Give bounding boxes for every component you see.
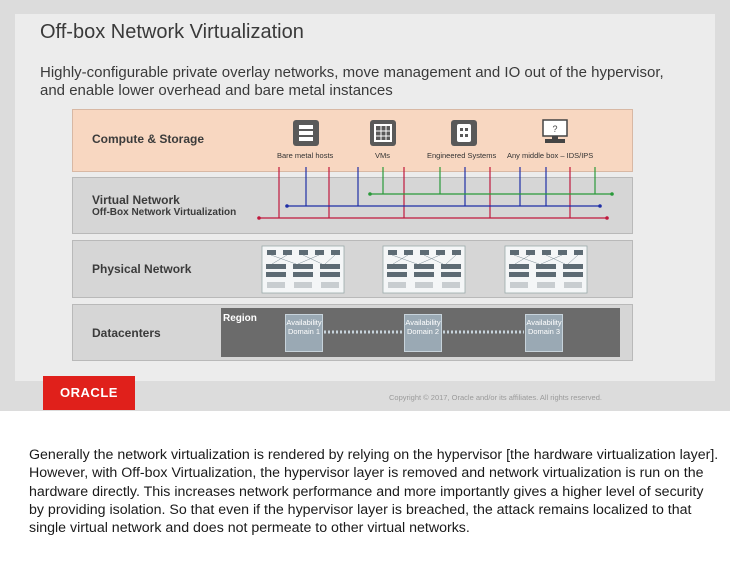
copyright-text: Copyright © 2017, Oracle and/or its affi… <box>389 393 602 402</box>
availability-domain-1: Availability Domain 1 <box>285 314 323 352</box>
switch-topology-icon <box>261 245 345 294</box>
compute-item-label: VMs <box>375 151 390 160</box>
svg-text:?: ? <box>552 124 557 134</box>
engineered-system-icon <box>451 120 477 146</box>
slide-title: Off-box Network Virtualization <box>40 21 304 43</box>
slide-subtitle: Highly-configurable private overlay netw… <box>40 64 664 99</box>
region-label: Region <box>223 313 257 324</box>
monitor-icon: ? <box>540 118 570 146</box>
vm-grid-icon <box>370 120 396 146</box>
compute-item-label: Any middle box – IDS/IPS <box>507 151 594 160</box>
server-icon <box>293 120 319 146</box>
compute-item-label: Bare metal hosts <box>277 151 334 160</box>
off-box-virtualization-label: Off-Box Network Virtualization <box>92 207 237 218</box>
body-paragraph: Generally the network virtualization is … <box>29 447 719 537</box>
virtual-network-label: Virtual Network <box>92 193 180 207</box>
virtual-network-wiring <box>257 167 614 294</box>
compute-storage-layer <box>72 109 633 172</box>
datacenters-label: Datacenters <box>92 326 161 340</box>
oracle-logo: ORACLE <box>43 376 135 410</box>
switch-topology-icon <box>382 245 466 294</box>
physical-network-label: Physical Network <box>92 262 192 276</box>
availability-domain-3: Availability Domain 3 <box>525 314 563 352</box>
switch-topology-icon <box>504 245 588 294</box>
compute-item-label: Engineered Systems <box>427 151 497 160</box>
availability-domain-2: Availability Domain 2 <box>404 314 442 352</box>
compute-storage-label: Compute & Storage <box>92 132 205 146</box>
